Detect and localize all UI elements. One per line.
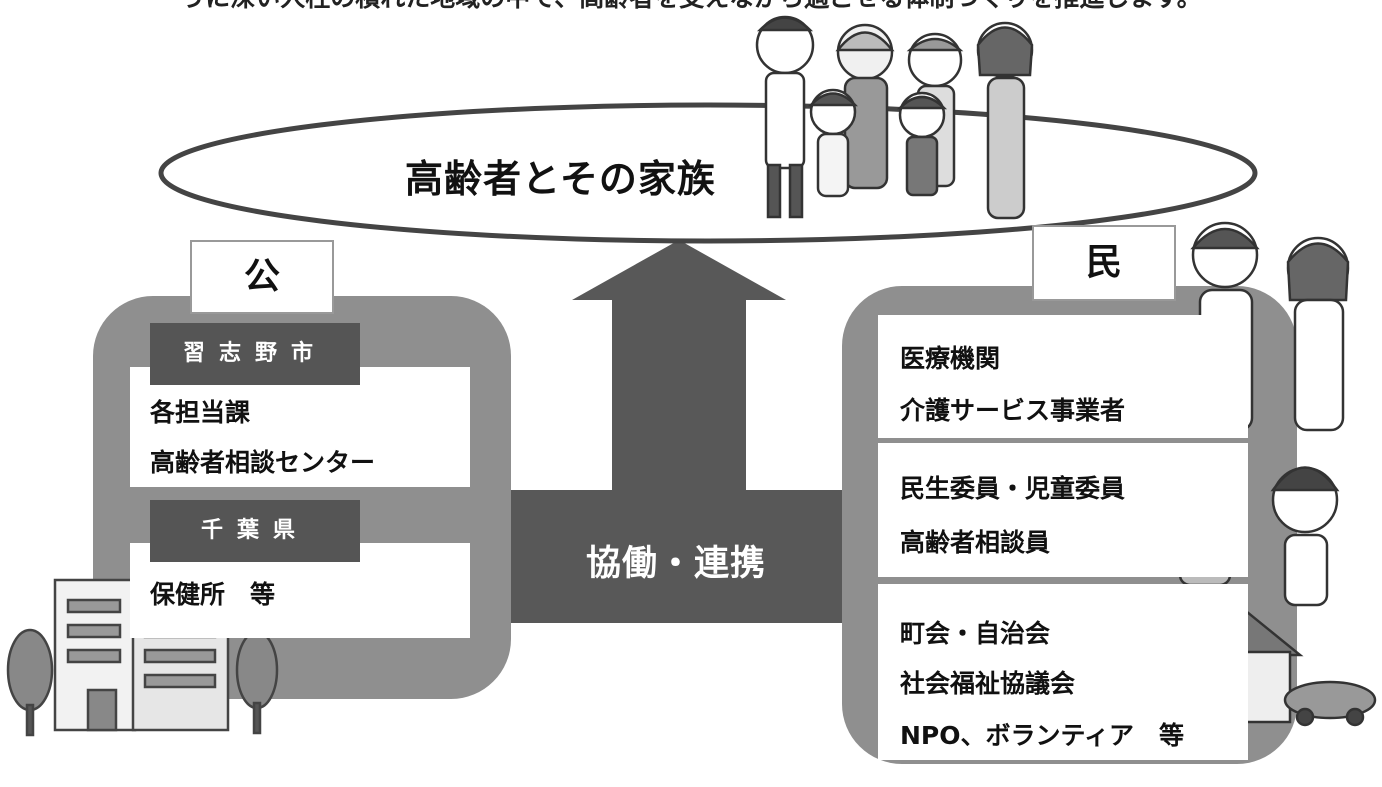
- chiba-item-1: 保健所 等: [150, 580, 276, 609]
- arrow-shaft: [612, 300, 746, 492]
- narashino-label: 習志野市: [150, 323, 360, 385]
- community-item-2: 社会福祉協議会: [900, 669, 1076, 698]
- family-illustration: [755, 15, 1034, 220]
- family-title: 高齢者とその家族: [405, 157, 716, 201]
- public-tab: 公: [190, 240, 334, 314]
- community-box: 町会・自治会 社会福祉協議会 NPO、ボランティア 等: [878, 584, 1248, 760]
- welfare-commissioner-box: 民生委員・児童委員 高齢者相談員: [878, 443, 1248, 577]
- narashino-box: 各担当課 高齢者相談センター: [130, 367, 470, 487]
- collaboration-label: 協働・連携: [586, 544, 767, 584]
- header-text: うに深い人柱の積れた地域の中で、高齢者を支えながら過ごせる体制づくりを推進します…: [0, 0, 1382, 14]
- collaboration-bar: [511, 490, 842, 623]
- family-ellipse: [158, 102, 1258, 244]
- welfare-item-1: 民生委員・児童委員: [900, 474, 1126, 503]
- chiba-label: 千葉県: [150, 500, 360, 562]
- medical-item-2: 介護サービス事業者: [900, 396, 1126, 425]
- community-item-1: 町会・自治会: [900, 619, 1051, 648]
- welfare-item-2: 高齢者相談員: [900, 528, 1051, 557]
- narashino-item-2: 高齢者相談センター: [150, 448, 376, 477]
- narashino-item-1: 各担当課: [150, 398, 251, 427]
- medical-box: 医療機関 介護サービス事業者: [878, 315, 1248, 438]
- arrow-head: [572, 240, 786, 300]
- private-tab: 民: [1032, 225, 1176, 301]
- community-item-3: NPO、ボランティア 等: [900, 721, 1184, 750]
- medical-item-1: 医療機関: [900, 344, 1001, 373]
